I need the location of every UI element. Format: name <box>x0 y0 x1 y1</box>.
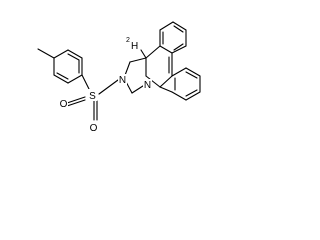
top-benzene-ring <box>159 21 187 54</box>
atom-deuterium: 2 H <box>126 37 138 52</box>
oxygen-top-label: O <box>60 99 68 110</box>
molecule-drawing: N N S O O 2 H <box>37 21 201 134</box>
tolyl-ring <box>37 48 83 84</box>
deuterium-superscript: 2 <box>126 37 130 44</box>
central-ring <box>145 45 173 88</box>
deuterium-bond <box>140 49 147 59</box>
bottom-benzene-ring <box>159 67 201 101</box>
atom-s: S <box>88 89 97 102</box>
structure-canvas: N N S O O 2 H <box>37 21 201 134</box>
deuterium-symbol: H <box>131 41 138 52</box>
sulfur-label: S <box>89 91 96 102</box>
sulfonyl-group <box>66 74 119 121</box>
oxygen-bottom-label: O <box>90 123 98 134</box>
atom-o-bottom: O <box>89 121 98 134</box>
nitrogen-ring-label: N <box>144 80 151 91</box>
atom-o-top: O <box>59 97 68 110</box>
imidazolidine-ring <box>123 57 147 94</box>
atom-n-sulfonyl: N <box>118 74 127 86</box>
nitrogen-sulfonyl-label: N <box>119 75 126 86</box>
atom-n-ring: N <box>143 79 152 91</box>
